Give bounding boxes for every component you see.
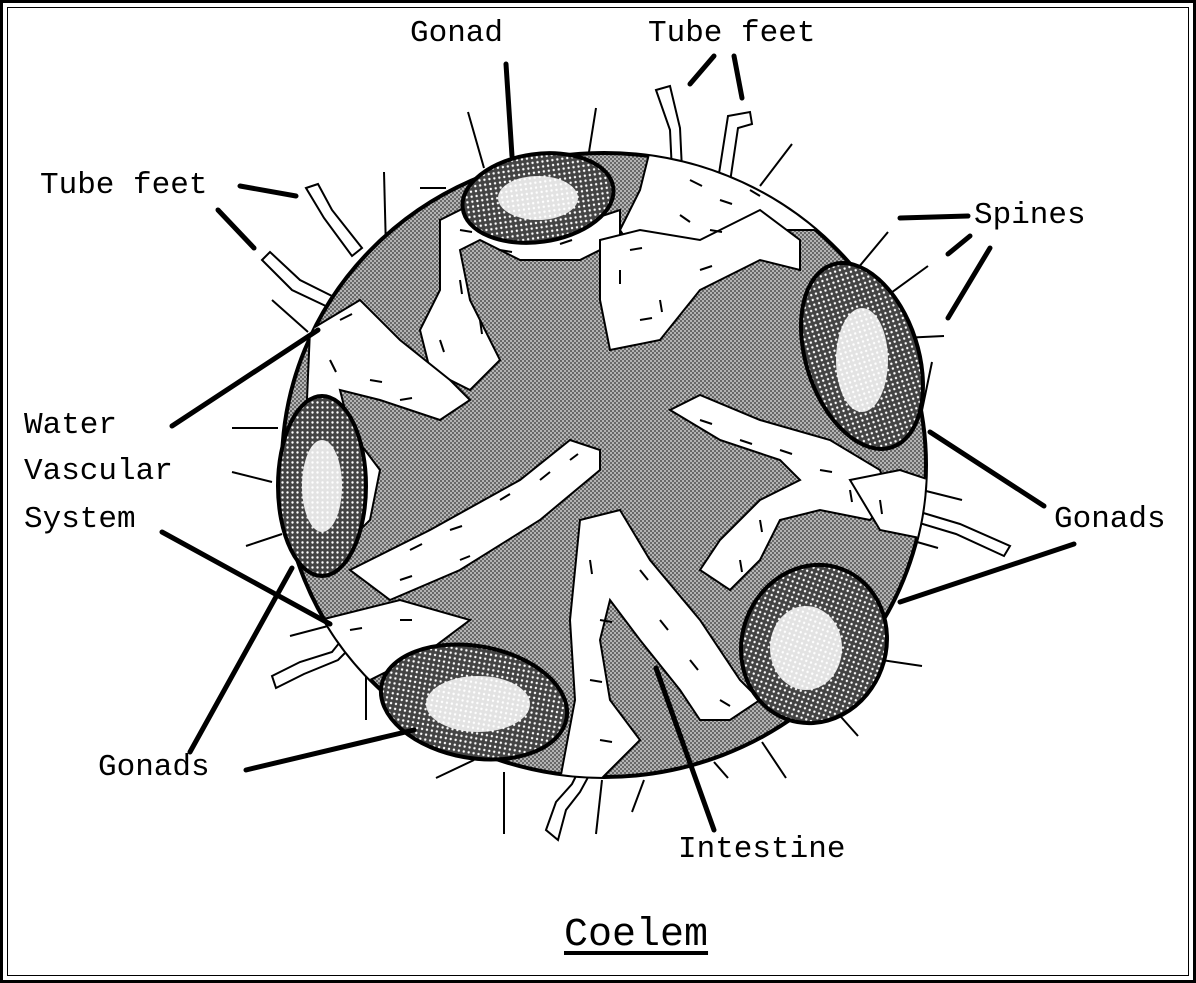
label-gonad-top: Gonad	[410, 18, 503, 49]
label-gonads-left: Gonads	[98, 752, 210, 783]
label-gonads-right: Gonads	[1054, 504, 1166, 535]
label-tube-feet-top: Tube feet	[648, 18, 815, 49]
caption-coelem: Coelem	[564, 916, 708, 956]
label-system: System	[24, 504, 136, 535]
label-tube-feet-left: Tube feet	[40, 170, 207, 201]
label-intestine: Intestine	[678, 834, 845, 865]
label-vascular: Vascular	[24, 456, 173, 487]
label-water: Water	[24, 410, 117, 441]
label-spines: Spines	[974, 200, 1086, 231]
